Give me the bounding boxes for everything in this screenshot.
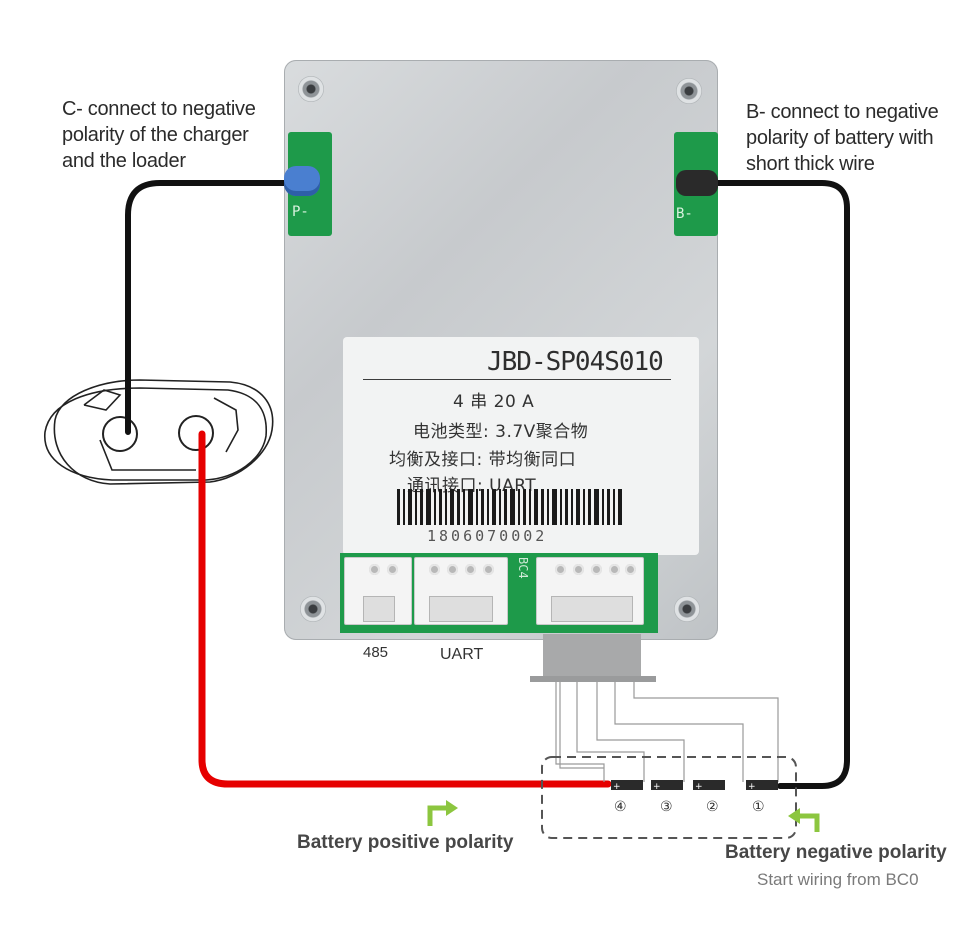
charger-socket (44, 379, 274, 485)
cell-label-1: ① (752, 799, 765, 815)
svg-text:+: + (653, 782, 661, 792)
sticker-divider (363, 379, 671, 380)
connector-balance (536, 557, 644, 625)
screw-icon (676, 78, 702, 104)
balance-plug-lip (530, 676, 656, 682)
cell-label-4: ④ (614, 799, 627, 815)
balance-port: 均衡及接口: 带均衡同口 (389, 450, 577, 470)
bottom-pcb-strip: BC4 (340, 553, 658, 633)
connector-485 (344, 557, 412, 625)
bc4-label: BC4 (516, 557, 530, 579)
battery-cells: + + + + (611, 780, 778, 792)
c-minus-annotation: C- connect to negative polarity of the c… (62, 98, 256, 172)
battery-pack-outline (541, 756, 797, 839)
b-minus-terminal (676, 170, 718, 196)
spec-line: 4 串 20 A (453, 392, 535, 412)
negative-charger-wire (125, 180, 289, 435)
screw-icon (298, 76, 324, 102)
b-minus-annotation: B- connect to negative polarity of batte… (746, 101, 939, 175)
board-label-sticker: JBD-SP04S010 4 串 20 A 电池类型: 3.7V聚合物 均衡及接… (343, 337, 699, 555)
b-minus-label: B- (676, 206, 693, 222)
cell-label-3: ③ (660, 799, 673, 815)
positive-caption: Battery positive polarity (297, 832, 514, 853)
cell-label-2: ② (706, 799, 719, 815)
p-minus-label: P- (292, 204, 309, 220)
svg-text:+: + (613, 782, 621, 792)
screw-icon (674, 596, 700, 622)
barcode (397, 489, 622, 525)
positive-battery-wire (198, 430, 612, 788)
p-minus-terminal (284, 166, 320, 196)
negative-battery-wire (713, 180, 850, 789)
model-number: JBD-SP04S010 (487, 347, 664, 377)
battery-type: 电池类型: 3.7V聚合物 (413, 422, 589, 442)
connector-uart (414, 557, 508, 625)
port-485-label: 485 (363, 644, 389, 661)
serial-number: 1806070002 (427, 527, 548, 545)
balance-wires (555, 682, 779, 782)
screw-icon (300, 596, 326, 622)
start-caption: Start wiring from BC0 (757, 870, 919, 889)
negative-caption: Battery negative polarity (725, 842, 947, 863)
port-uart-label: UART (440, 646, 484, 663)
balance-plug (543, 634, 641, 678)
svg-text:+: + (695, 782, 703, 792)
svg-text:+: + (748, 782, 756, 792)
negative-arrow-icon (798, 813, 820, 832)
positive-arrow-icon (427, 805, 448, 826)
